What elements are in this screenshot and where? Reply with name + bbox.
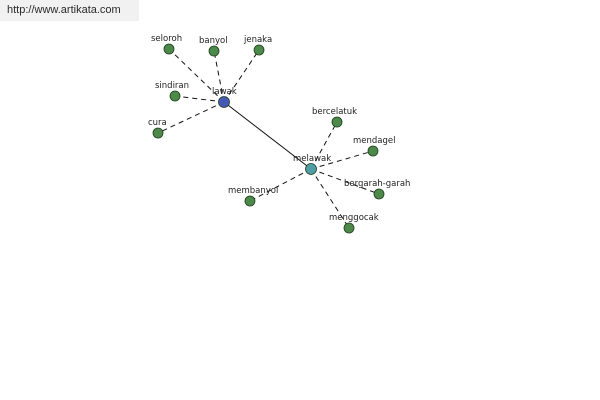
graph-edges <box>157 48 380 229</box>
edge-melawak-membanyol <box>249 168 312 202</box>
node-melawak[interactable] <box>305 163 317 175</box>
url-banner[interactable]: http://www.artikata.com <box>0 0 139 21</box>
edge-lawak-cura <box>157 101 225 134</box>
label-cura[interactable]: cura <box>148 118 167 128</box>
label-sindiran[interactable]: sindiran <box>155 81 189 91</box>
label-seloroh[interactable]: seloroh <box>151 34 182 44</box>
label-menggocak[interactable]: menggocak <box>329 213 379 223</box>
label-bergarah-garah[interactable]: bergarah-garah <box>344 179 410 189</box>
label-mendagel[interactable]: mendagel <box>353 136 396 146</box>
graph-labels: lawak melawak seloroh banyol jenaka sindiran c… <box>148 34 410 223</box>
label-bercelatuk[interactable]: bercelatuk <box>312 107 357 117</box>
node-membanyol[interactable] <box>244 195 256 207</box>
node-banyol[interactable] <box>208 45 220 57</box>
node-lawak[interactable] <box>218 96 230 108</box>
node-jenaka[interactable] <box>253 44 265 56</box>
label-melawak[interactable]: melawak <box>293 154 331 164</box>
node-menggocak[interactable] <box>343 222 355 234</box>
node-mendagel[interactable] <box>367 145 379 157</box>
edge-lawak-seloroh <box>168 48 225 103</box>
label-jenaka[interactable]: jenaka <box>243 35 272 45</box>
node-sindiran[interactable] <box>169 90 181 102</box>
graph-nodes <box>152 43 385 234</box>
label-membanyol[interactable]: membanyol <box>228 186 278 196</box>
node-bergarah-garah[interactable] <box>373 188 385 200</box>
node-seloroh[interactable] <box>163 43 175 55</box>
url-text[interactable]: http://www.artikata.com <box>7 4 121 16</box>
edge-melawak-mendagel <box>310 150 374 170</box>
label-banyol[interactable]: banyol <box>199 36 228 46</box>
edge-lawak-melawak <box>223 101 312 170</box>
node-bercelatuk[interactable] <box>331 116 343 128</box>
edge-lawak-jenaka <box>223 49 260 103</box>
edge-melawak-menggocak <box>310 168 350 229</box>
node-cura[interactable] <box>152 127 164 139</box>
edge-melawak-bergarah-garah <box>310 168 380 195</box>
label-lawak[interactable]: lawak <box>212 87 237 97</box>
